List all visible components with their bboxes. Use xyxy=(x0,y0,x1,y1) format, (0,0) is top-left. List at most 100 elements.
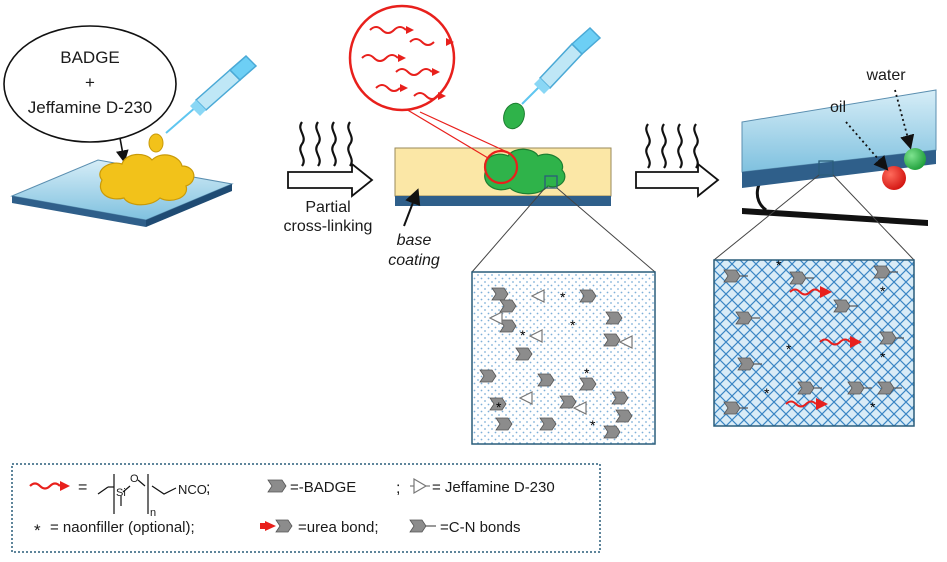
water-label: water xyxy=(865,67,906,84)
badge-symbol xyxy=(479,369,497,383)
badge-symbol xyxy=(611,391,629,405)
badge-symbol xyxy=(603,425,621,439)
legend-star: * xyxy=(34,521,41,540)
badge-symbol xyxy=(603,333,621,347)
nanofiller-symbol: * xyxy=(570,317,576,333)
legend-nco: NCO xyxy=(178,482,207,497)
legend-si: Si xyxy=(116,487,126,499)
substrate-edge-1 xyxy=(12,196,146,227)
zoom-line-b xyxy=(419,111,506,152)
cured-network-symbols: ****** xyxy=(723,257,904,415)
jeffamine-symbol xyxy=(528,329,543,343)
legend-semicolon-2: ; xyxy=(396,480,400,497)
reagent-bubble xyxy=(3,25,177,143)
badge-symbol xyxy=(537,373,555,387)
process-arrow-2 xyxy=(635,162,720,198)
legend-cn-icon xyxy=(409,519,436,533)
zoom-line-e xyxy=(713,174,820,261)
zoom-line-f xyxy=(832,174,915,261)
legend-border xyxy=(11,463,601,553)
oil-droplet xyxy=(882,166,906,190)
urea-bond xyxy=(850,336,862,348)
resin-blob xyxy=(99,153,195,206)
legend-semicolon-1: ; xyxy=(206,480,210,497)
process-arrow-1 xyxy=(287,162,374,198)
legend-jeffamine-label: = Jeffamine D-230 xyxy=(432,479,555,496)
base-coating-label-2: coating xyxy=(388,252,440,269)
nanofiller-symbol: * xyxy=(764,385,770,401)
partial-network-symbols: ****** xyxy=(479,287,633,439)
zoom-square-3 xyxy=(818,160,834,176)
badge-symbol xyxy=(559,395,577,409)
pipette-2-icon xyxy=(521,26,602,105)
badge-symbol xyxy=(579,289,597,303)
badge-symbol xyxy=(873,265,891,279)
badge-symbol xyxy=(879,331,897,345)
nanofiller-symbol: * xyxy=(520,327,526,343)
zoom-square-2 xyxy=(544,175,558,189)
badge-symbol xyxy=(847,381,865,395)
badge-symbol xyxy=(495,417,513,431)
step2-group: base coating ****** xyxy=(348,4,656,445)
step3-group: oil water ****** xyxy=(713,67,937,427)
zoom-line-d xyxy=(556,187,656,273)
oil-pointer xyxy=(845,121,889,171)
badge-symbol xyxy=(499,299,517,313)
tilt-stand xyxy=(742,208,928,226)
pdms-chain xyxy=(789,288,821,296)
base-pointer-arrow xyxy=(403,188,421,227)
legend-urea-label: =urea bond; xyxy=(298,519,379,536)
legend-n: n xyxy=(150,507,156,519)
green-drop xyxy=(503,102,525,130)
jeffamine-symbol xyxy=(618,335,633,349)
zoom-line-c xyxy=(471,187,546,273)
legend-pdms-icon xyxy=(29,481,70,491)
legend-box: = Si O n NCO ; =-BADGE ; = Jeffamine D-2… xyxy=(11,463,601,553)
badge-symbol xyxy=(489,397,507,411)
arrow1-group: Partial cross-linking xyxy=(284,121,374,235)
legend-o: O xyxy=(130,473,139,485)
green-blob xyxy=(484,148,566,195)
nanofiller-symbol: * xyxy=(880,349,886,365)
pipette-1-icon xyxy=(165,54,258,134)
pdms-structure xyxy=(97,474,177,514)
heat-icon xyxy=(299,121,353,167)
zoom-circle-small xyxy=(483,149,519,185)
arrow2-group xyxy=(635,123,720,198)
nanofiller-symbol: * xyxy=(590,417,596,433)
nanofiller-symbol: * xyxy=(776,257,782,273)
badge-symbol xyxy=(737,357,755,371)
legend-badge-icon xyxy=(267,479,287,493)
legend-urea-icon xyxy=(260,519,293,533)
bubble-pointer-arrow xyxy=(115,137,129,164)
badge-symbol xyxy=(499,319,517,333)
badge-symbol xyxy=(723,401,741,415)
badge-symbol xyxy=(877,381,895,395)
legend-cn-label: =C-N bonds xyxy=(440,519,520,536)
badge-symbol xyxy=(615,409,633,423)
water-droplet xyxy=(904,148,926,170)
badge-symbol xyxy=(579,377,597,391)
oil-label: oil xyxy=(830,99,846,116)
nanofiller-symbol: * xyxy=(786,341,792,357)
nanofiller-symbol: * xyxy=(584,365,590,381)
nanofiller-symbol: * xyxy=(560,289,566,305)
arrow1-label-partial: Partial xyxy=(305,199,350,216)
badge-symbol xyxy=(539,417,557,431)
chain-heads xyxy=(398,26,454,100)
badge-symbol xyxy=(833,299,851,313)
pdms-chains xyxy=(361,26,439,100)
badge-symbol xyxy=(735,311,753,325)
substrate-base-2 xyxy=(395,196,611,206)
jeffamine-symbol xyxy=(530,289,545,303)
jeffamine-symbol xyxy=(518,391,533,405)
legend-badge-label: =-BADGE xyxy=(290,479,356,496)
legend-nanofiller-label: = naonfiller (optional); xyxy=(50,519,195,536)
jeffamine-symbol xyxy=(572,401,587,415)
bubble-line-plus: + xyxy=(85,73,95,92)
badge-symbol xyxy=(797,381,815,395)
legend-jeffamine-icon xyxy=(410,477,430,495)
heat-icon-2 xyxy=(645,123,699,169)
arrow1-label-crosslinking: cross-linking xyxy=(284,218,373,235)
